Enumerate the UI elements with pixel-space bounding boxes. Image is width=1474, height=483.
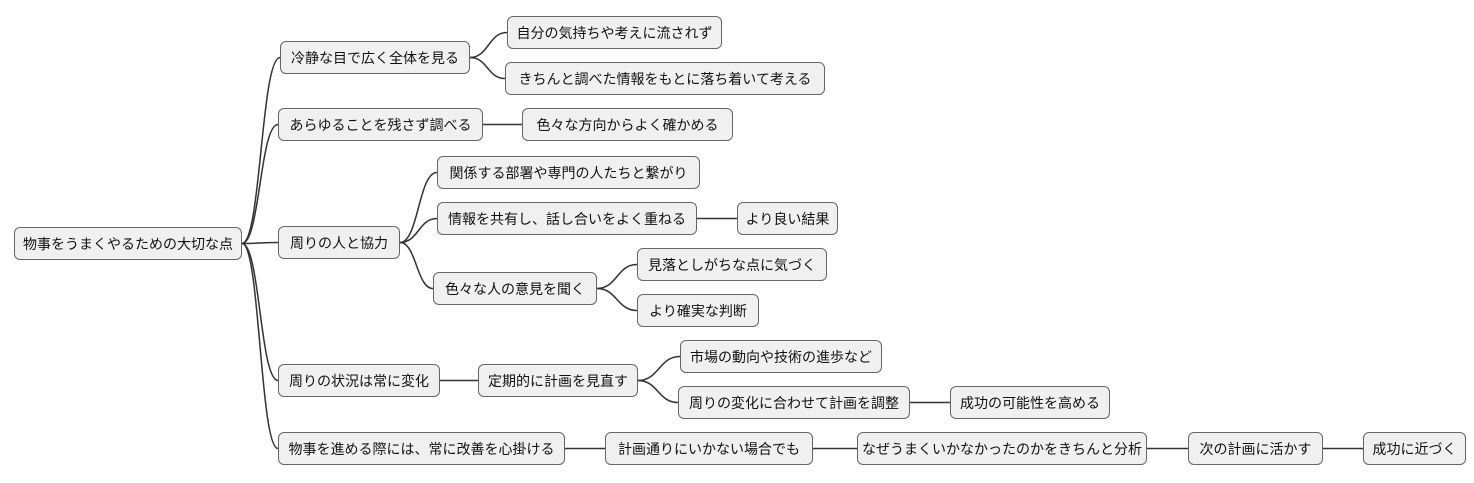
edge-cooperate-connect-experts xyxy=(399,171,438,244)
node-listen-opinions: 色々な人の意見を聞く xyxy=(433,272,597,305)
node-increase-success: 成功の可能性を高める xyxy=(950,386,1110,419)
edge-calm-view-think-calmly xyxy=(469,56,506,80)
node-analyze-failure: なぜうまくいかなかったのかをきちんと分析 xyxy=(857,432,1147,465)
node-root: 物事をうまくやるための大切な点 xyxy=(14,227,242,260)
node-review-plan: 定期的に計画を見直す xyxy=(478,364,638,397)
node-plan-fails: 計画通りにいかない場合でも xyxy=(605,432,813,465)
node-adjust-plan: 周りの変化に合わせて計画を調整 xyxy=(678,386,910,419)
node-reliable-judgment: より確実な判断 xyxy=(637,294,759,327)
node-calm-view: 冷静な目で広く全体を見る xyxy=(280,41,470,74)
edge-listen-reliable-judgment xyxy=(596,287,638,312)
node-share-info: 情報を共有し、話し合いをよく重ねる xyxy=(437,202,697,235)
node-apply-next-plan: 次の計画に活かす xyxy=(1188,432,1323,465)
node-better-results: より良い結果 xyxy=(737,202,838,235)
node-investigate-all: あらゆることを残さず調べる xyxy=(278,108,483,141)
node-check-directions: 色々な方向からよく確かめる xyxy=(522,108,733,141)
node-not-swayed: 自分の気持ちや考えに流されず xyxy=(507,16,722,49)
edge-root-calm-view xyxy=(241,56,281,245)
node-market-trends: 市場の動向や技術の進歩など xyxy=(680,340,882,373)
edge-root-situation-changes xyxy=(241,242,279,382)
node-think-calmly: きちんと調べた情報をもとに落ち着いて考える xyxy=(505,62,825,95)
node-notice-overlooked: 見落としがちな点に気づく xyxy=(637,248,827,281)
edge-root-keep-improving xyxy=(241,242,279,450)
node-cooperate: 周りの人と協力 xyxy=(278,226,400,259)
edge-root-investigate-all xyxy=(241,123,279,245)
node-connect-experts: 関係する部署や専門の人たちと繋がり xyxy=(437,156,700,189)
node-approach-success: 成功に近づく xyxy=(1363,432,1466,465)
edge-review-adjust-plan xyxy=(637,379,679,404)
edge-listen-notice-overlooked xyxy=(596,263,638,290)
edge-cooperate-share-info xyxy=(399,217,438,244)
node-situation-changes: 周りの状況は常に変化 xyxy=(278,364,440,397)
node-keep-improving: 物事を進める際には、常に改善を心掛ける xyxy=(278,432,565,465)
edge-review-market-trends xyxy=(637,355,681,382)
edge-calm-view-not-swayed xyxy=(469,31,508,59)
edge-root-cooperate xyxy=(241,241,279,245)
edge-cooperate-listen-opinions xyxy=(399,241,434,290)
